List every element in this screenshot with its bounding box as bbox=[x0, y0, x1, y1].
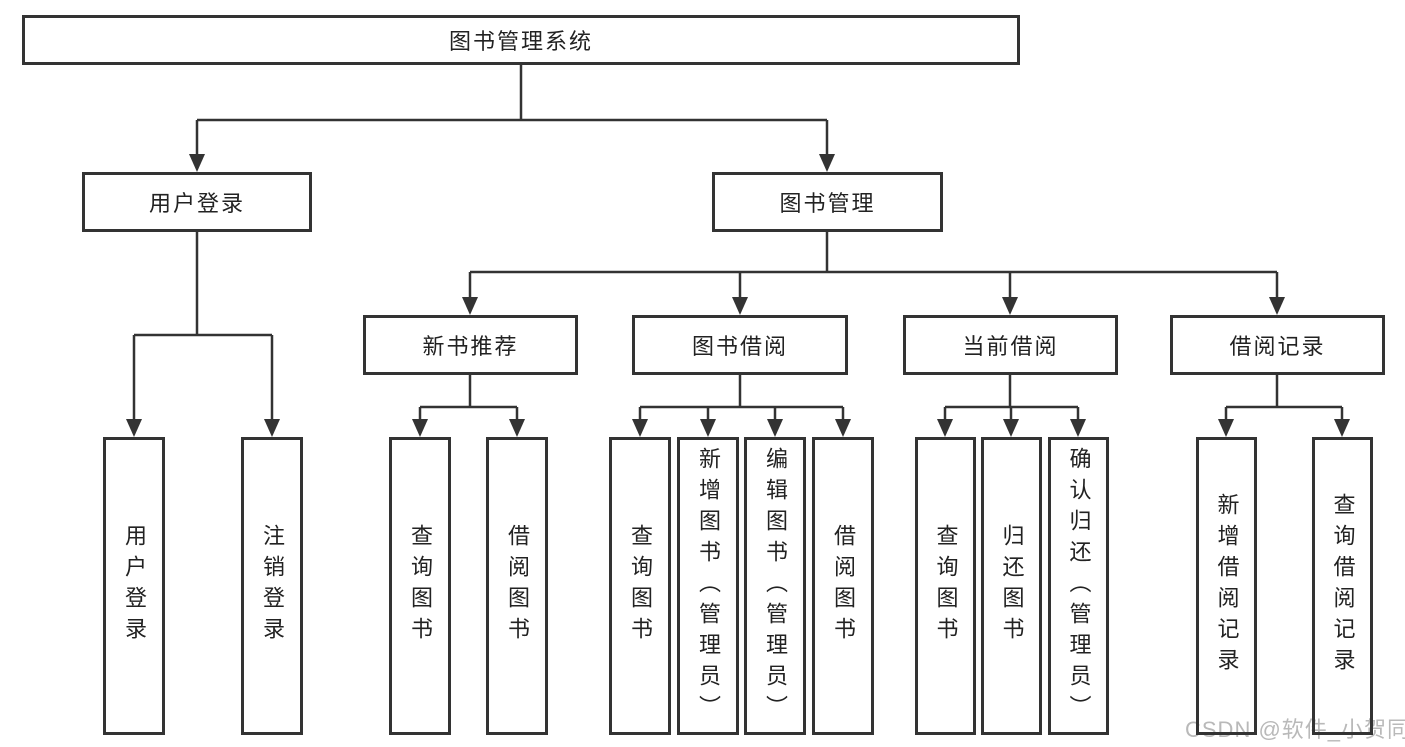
node-book-management: 图书管理 bbox=[712, 172, 943, 232]
leaf-user-login: 用户登录 bbox=[103, 437, 165, 735]
leaf-borrow-borrow-books: 借阅图书 bbox=[812, 437, 874, 735]
leaf-current-return-books: 归还图书 bbox=[981, 437, 1042, 735]
leaf-records-add-record: 新增借阅记录 bbox=[1196, 437, 1257, 735]
leaf-records-add-record-label: 新增借阅记录 bbox=[1214, 493, 1240, 679]
node-root: 图书管理系统 bbox=[22, 15, 1020, 65]
leaf-newbooks-query-books: 查询图书 bbox=[389, 437, 451, 735]
node-borrow-records-label: 借阅记录 bbox=[1229, 334, 1326, 359]
node-book-borrow-label: 图书借阅 bbox=[691, 334, 788, 359]
node-borrow-records: 借阅记录 bbox=[1170, 315, 1385, 375]
leaf-borrow-add-books-admin-label: 新增图书（管理员） bbox=[696, 446, 721, 726]
leaf-borrow-borrow-books-label: 借阅图书 bbox=[831, 524, 856, 648]
leaf-borrow-add-books-admin: 新增图书（管理员） bbox=[677, 437, 739, 735]
leaf-borrow-edit-books-admin-label: 编辑图书（管理员） bbox=[763, 446, 788, 726]
leaf-records-query-record: 查询借阅记录 bbox=[1312, 437, 1373, 735]
leaf-logout-label: 注销登录 bbox=[260, 524, 285, 648]
leaf-current-query-books: 查询图书 bbox=[915, 437, 976, 735]
node-book-borrow: 图书借阅 bbox=[632, 315, 848, 375]
node-user-login-label: 用户登录 bbox=[148, 191, 245, 216]
leaf-current-confirm-return-admin-label: 确认归还（管理员） bbox=[1066, 446, 1092, 726]
leaf-current-confirm-return-admin: 确认归还（管理员） bbox=[1048, 437, 1109, 735]
node-root-label: 图书管理系统 bbox=[448, 29, 593, 54]
node-new-book-recommend-label: 新书推荐 bbox=[422, 334, 519, 359]
leaf-current-return-books-label: 归还图书 bbox=[999, 524, 1025, 648]
watermark: CSDN @软件_小贺同学 bbox=[1185, 717, 1405, 742]
node-new-book-recommend: 新书推荐 bbox=[363, 315, 578, 375]
leaf-newbooks-borrow-books: 借阅图书 bbox=[486, 437, 548, 735]
leaf-borrow-edit-books-admin: 编辑图书（管理员） bbox=[744, 437, 806, 735]
leaf-records-query-record-label: 查询借阅记录 bbox=[1330, 493, 1356, 679]
leaf-borrow-query-books: 查询图书 bbox=[609, 437, 671, 735]
node-book-management-label: 图书管理 bbox=[779, 191, 876, 216]
leaf-borrow-query-books-label: 查询图书 bbox=[628, 524, 653, 648]
leaf-newbooks-query-books-label: 查询图书 bbox=[408, 524, 433, 648]
leaf-user-login-label: 用户登录 bbox=[122, 524, 147, 648]
leaf-newbooks-borrow-books-label: 借阅图书 bbox=[505, 524, 530, 648]
leaf-current-query-books-label: 查询图书 bbox=[933, 524, 959, 648]
node-current-borrow: 当前借阅 bbox=[903, 315, 1118, 375]
leaf-logout: 注销登录 bbox=[241, 437, 303, 735]
node-user-login: 用户登录 bbox=[82, 172, 312, 232]
node-current-borrow-label: 当前借阅 bbox=[962, 334, 1059, 359]
